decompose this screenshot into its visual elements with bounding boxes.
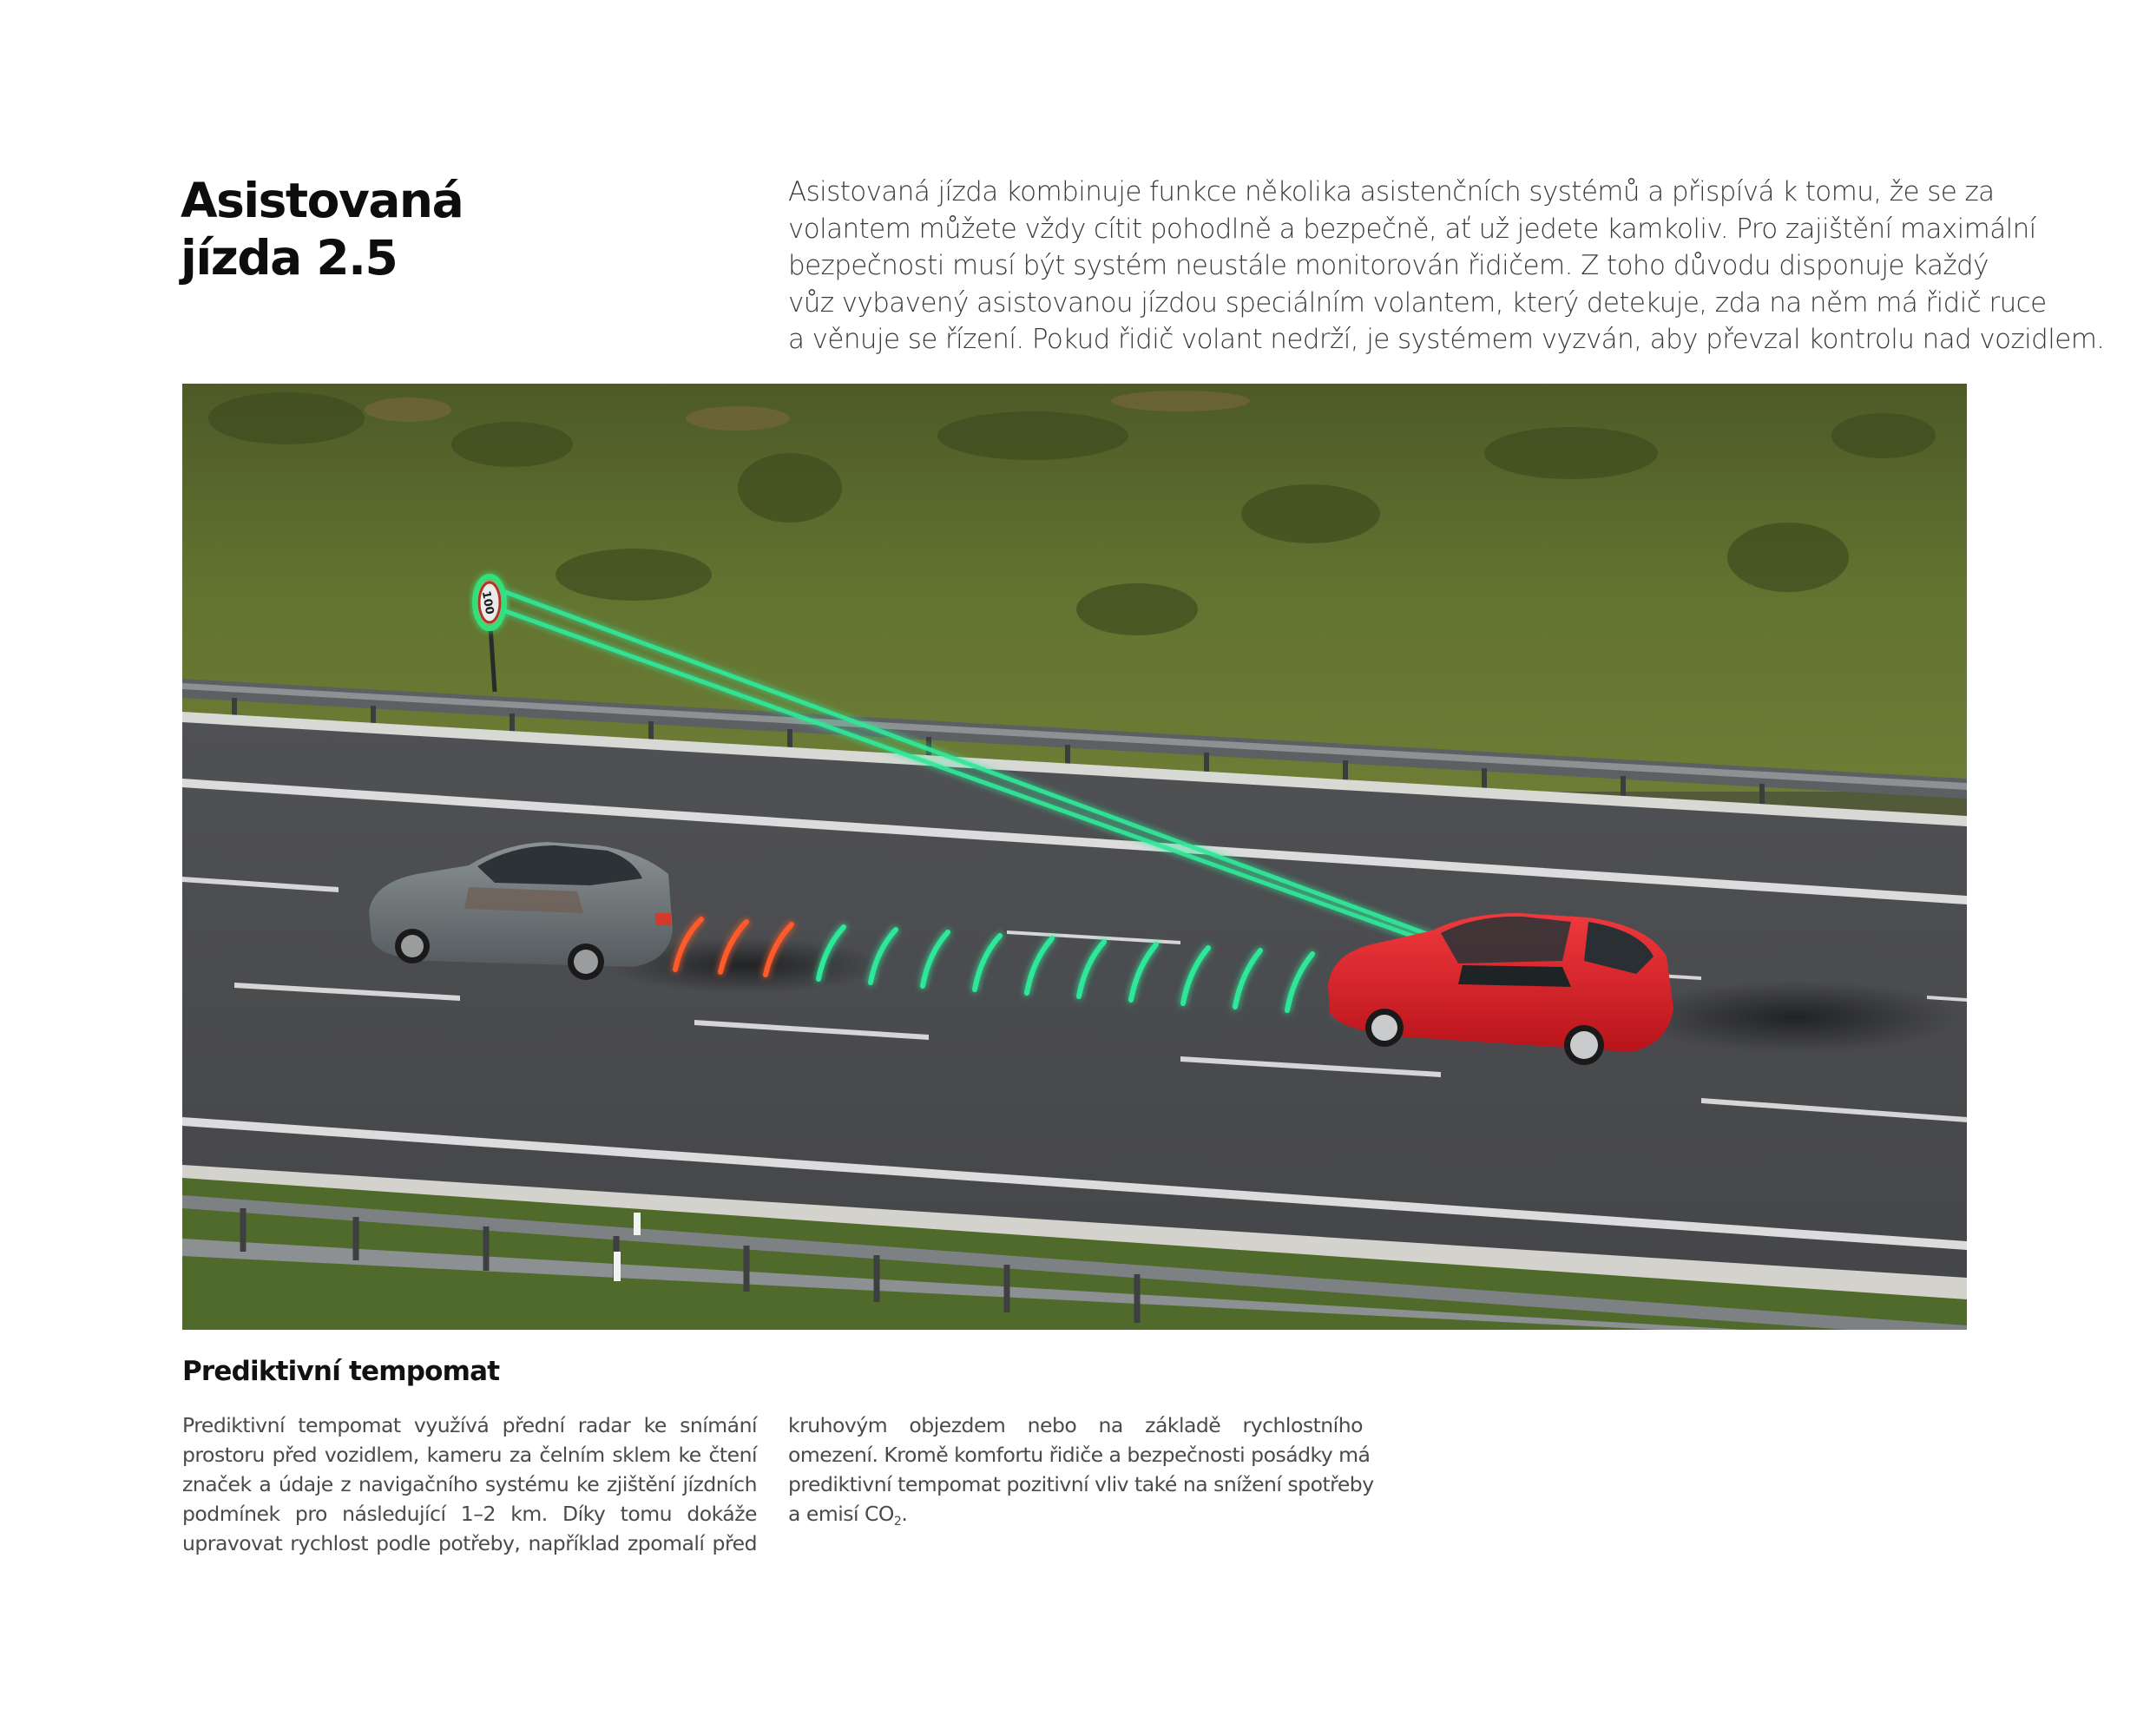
section-title: Prediktivní tempomat (182, 1356, 500, 1387)
body-line: prostoru před vozidlem, kameru za čelním… (182, 1443, 758, 1467)
sign-post (488, 626, 497, 693)
page-title: Asistovaná jízda 2.5 (181, 172, 464, 286)
following-car (1328, 913, 1673, 1065)
body-line: Prediktivní tempomat využívá přední rada… (182, 1413, 758, 1437)
intro-line: volantem můžete vždy cítit pohodlně a be… (788, 213, 2036, 245)
intro-line: bezpečnosti musí být systém neustále mon… (788, 250, 1989, 281)
intro-paragraph: Asistovaná jízda kombinuje funkce několi… (788, 174, 2105, 358)
page-title-line-1: Asistovaná (181, 173, 464, 228)
body-column-2: kruhovým objezdem nebo na základě rychlo… (788, 1410, 1374, 1536)
highway-illustration-photo: 100 (182, 384, 1967, 1330)
camera-beam-icon (504, 589, 1442, 949)
co2-prefix: a emisí CO (788, 1502, 894, 1526)
body-line: omezení. Kromě komfortu řidiče a bezpečn… (788, 1443, 1371, 1467)
highway-scene: 100 (182, 384, 1967, 1330)
body-line: kruhovým objezdem nebo na základě rychlo… (788, 1413, 1364, 1437)
lead-car (369, 842, 673, 980)
co2-suffix: . (901, 1502, 908, 1526)
body-line: podmínek pro následující 1–2 km. Díky to… (182, 1502, 758, 1526)
radar-arcs-icon (673, 917, 1365, 1016)
body-line: značek a údaje z navigačního systému ke … (182, 1472, 758, 1496)
body-line: prediktivní tempomat pozitivní vliv také… (788, 1472, 1374, 1496)
intro-line: a věnuje se řízení. Pokud řidič volant n… (788, 324, 2105, 355)
speed-sign-value: 100 (479, 590, 496, 615)
body-line: upravovat rychlost podle potřeby, napřík… (182, 1531, 758, 1555)
body-column-1: Prediktivní tempomat využívá přední rada… (182, 1410, 758, 1558)
co2-subscript: 2 (893, 1514, 902, 1529)
intro-line: vůz vybavený asistovanou jízdou speciáln… (788, 286, 2047, 319)
intro-line: Asistovaná jízda kombinuje funkce několi… (788, 176, 1995, 207)
page-title-line-2: jízda 2.5 (181, 230, 398, 286)
speed-limit-sign-icon (472, 574, 507, 631)
body-line-last: a emisí CO2. (788, 1499, 1363, 1536)
